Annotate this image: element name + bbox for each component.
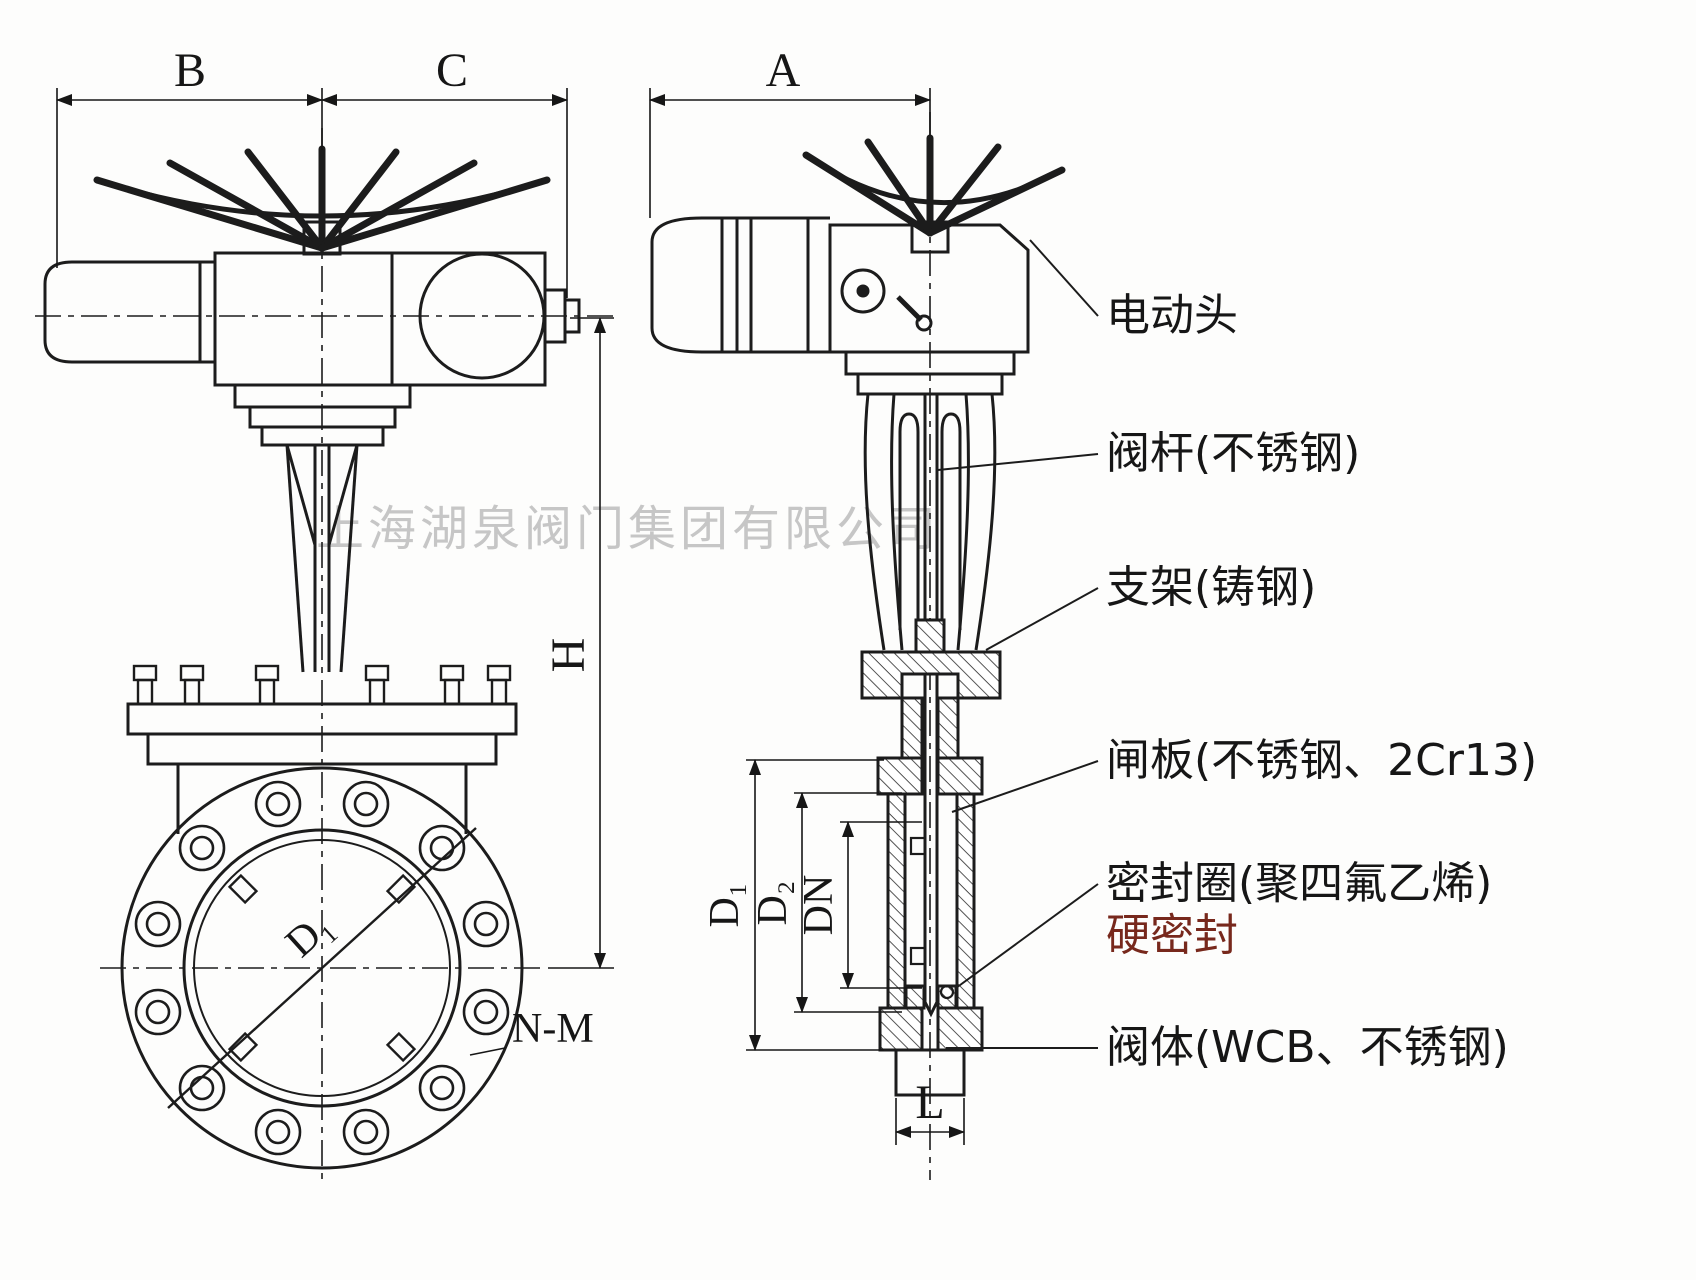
dim-label-b: B [174, 44, 206, 97]
dim-label-l: L [915, 1076, 944, 1129]
company-watermark: 上海湖泉阀门集团有限公司 [316, 501, 940, 557]
actuator-side [650, 216, 1030, 354]
dim-label-a: A [766, 44, 801, 97]
body-section [876, 756, 984, 1097]
callout-stem: 阀杆(不锈钢) [1106, 428, 1360, 479]
stuffing-box [900, 696, 960, 760]
callout-actuator: 电动头 [1106, 290, 1238, 341]
dim-label-h: H [542, 638, 595, 673]
yoke-front [285, 444, 359, 673]
front-view [35, 128, 614, 1180]
callout-leaders [937, 239, 1099, 1049]
actuator-mount-side [844, 350, 1016, 396]
callout-labels: 电动头 阀杆(不锈钢) 支架(铸钢) 闸板(不锈钢、2Cr13) 密封圈(聚四氟… [1106, 290, 1537, 1073]
gate-plate [909, 758, 939, 1018]
port-guide-tabs [227, 873, 417, 1063]
dim-label-d1-face: D₁ [277, 902, 341, 966]
body-flange-front [120, 766, 524, 1170]
dim-label-d1: D₁ [702, 883, 748, 928]
bracket-plate [860, 650, 1002, 700]
actuator-front [43, 251, 581, 387]
callout-seal-line2: 硬密封 [1106, 910, 1238, 961]
dim-label-dn: DN [796, 875, 842, 936]
dimensions [56, 88, 965, 1145]
bonnet-plates-front [126, 702, 518, 834]
dim-label-d2: D₂ [750, 881, 796, 926]
handwheel-side [802, 134, 1066, 254]
callout-seal-line1: 密封圈(聚四氟乙烯) [1106, 858, 1492, 909]
callout-gate: 闸板(不锈钢、2Cr13) [1106, 735, 1537, 786]
bottom-stub [894, 1048, 966, 1097]
dim-label-c: C [436, 44, 468, 97]
handwheel-front [93, 145, 551, 256]
side-view [650, 112, 1066, 1180]
callout-bracket: 支架(铸钢) [1106, 562, 1316, 613]
actuator-mount-front [233, 383, 412, 447]
callout-body: 阀体(WCB、不锈钢) [1106, 1022, 1509, 1073]
seat-seal [904, 984, 958, 1010]
dim-label-nm: N-M [512, 1006, 594, 1052]
